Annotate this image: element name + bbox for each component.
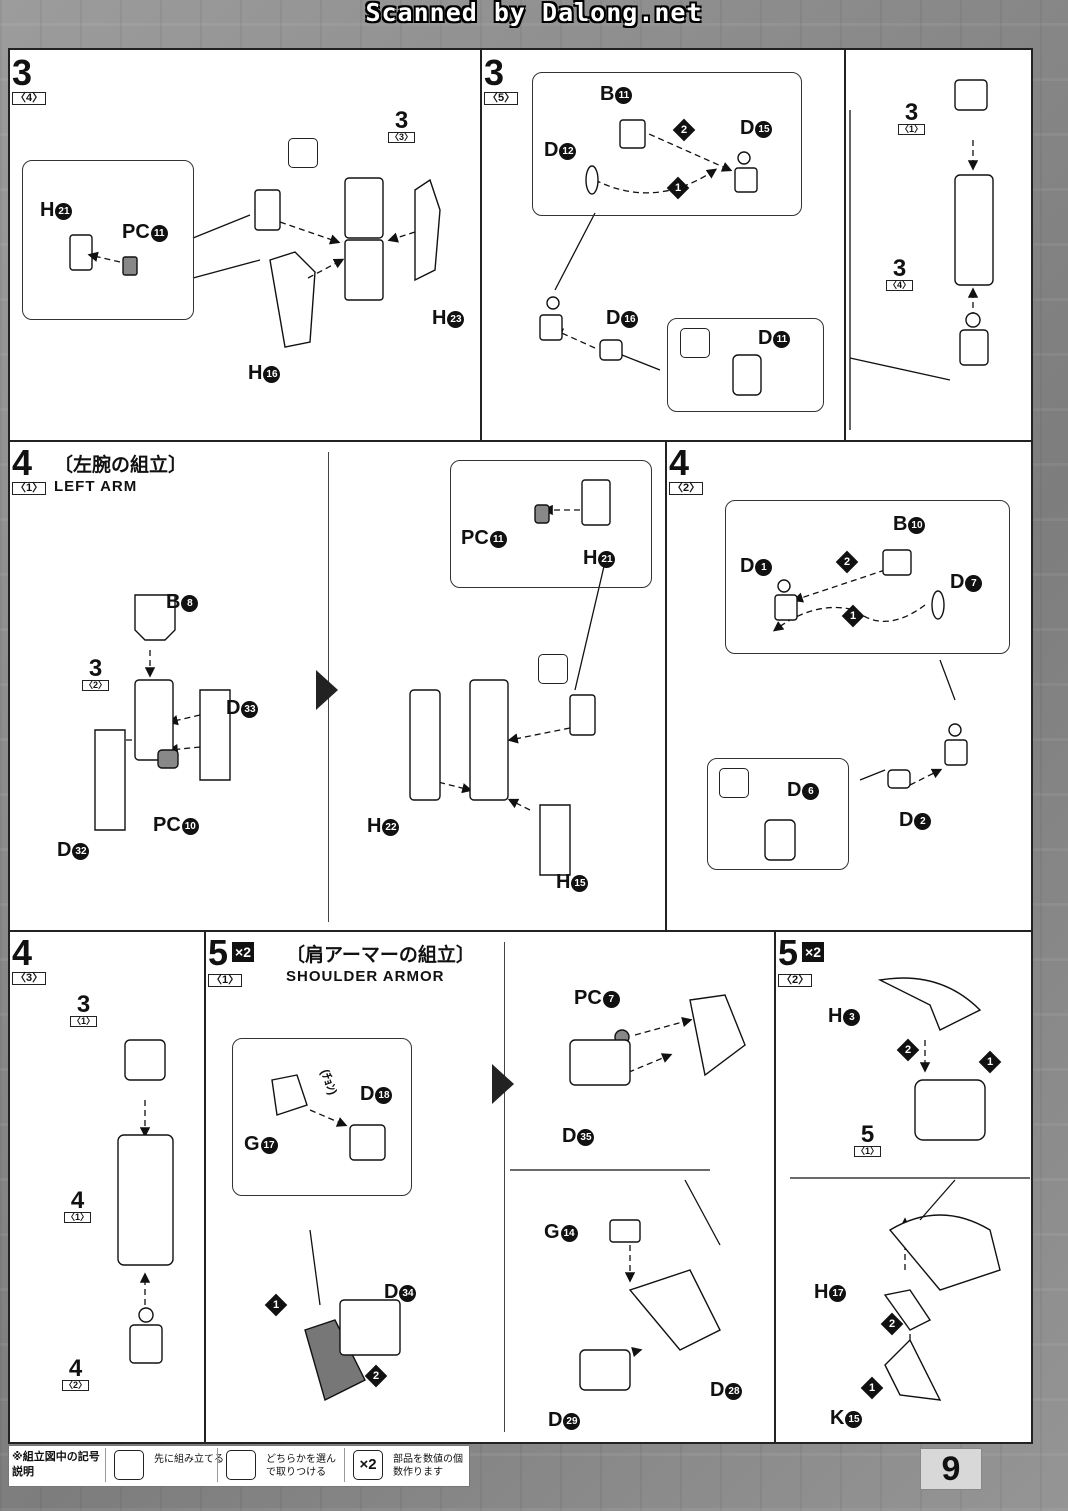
order-marker: 2 — [835, 550, 859, 574]
step-title: 〔肩アーマーの組立〕 — [286, 945, 475, 966]
next-arrow-icon — [316, 670, 338, 710]
order-marker: 2 — [896, 1038, 920, 1062]
step-title: 〔左腕の組立〕 — [54, 455, 188, 476]
panel-step-4-3: 4 〈3〉 3〈1〉 4〈1〉 4〈2〉 — [10, 932, 206, 1442]
order-marker: 1 — [978, 1050, 1002, 1074]
legend-item-make-multiple: ×2 部品を数値の個数作ります — [344, 1448, 467, 1482]
step-reference: 3〈3〉 — [388, 107, 416, 143]
detail-bubble — [532, 72, 802, 216]
step-reference: 3〈1〉 — [70, 991, 98, 1027]
first-assemble-icon — [114, 1450, 144, 1480]
panel-step-3-assembly: 3〈1〉 3〈4〉 — [846, 50, 1031, 442]
detail-bubble — [232, 1038, 412, 1196]
step-number: 5×2 〈1〉 — [208, 935, 254, 988]
legend-title: ※組立図中の記号説明 — [12, 1451, 100, 1478]
next-arrow-icon — [492, 1064, 514, 1104]
step-subtitle: SHOULDER ARMOR — [286, 968, 445, 985]
choose-one-icon — [719, 768, 749, 798]
step-number: 4 〈3〉 — [12, 935, 47, 986]
step-reference: 4〈1〉 — [64, 1187, 92, 1223]
order-marker: 2 — [880, 1312, 904, 1336]
choose-one-icon — [680, 328, 710, 358]
scanner-credit: Scanned by Dalong.net — [365, 0, 703, 27]
multiply-badge: ×2 — [232, 942, 254, 962]
make-multiple-icon: ×2 — [353, 1450, 383, 1480]
step-subtitle: LEFT ARM — [54, 478, 138, 495]
assembly-drawings — [69, 79, 1030, 1402]
step-number: 4 〈2〉 — [669, 445, 704, 496]
detail-bubble — [725, 500, 1010, 654]
order-marker: 2 — [672, 118, 696, 142]
multiply-badge: ×2 — [802, 942, 824, 962]
symbol-legend: ※組立図中の記号説明 先に組み立てる どちらかを選んで取りつける ×2 部品を数… — [8, 1445, 470, 1487]
forearm-part — [344, 177, 384, 239]
order-marker: 1 — [264, 1293, 288, 1317]
order-marker: 1 — [860, 1376, 884, 1400]
step-number: 3 〈5〉 — [484, 55, 519, 106]
order-marker: 2 — [364, 1364, 388, 1388]
step-reference: 3〈4〉 — [886, 255, 914, 291]
panel-step-5-1-shoulder-armor: 5×2 〈1〉 〔肩アーマーの組立〕 SHOULDER ARMOR (ﾁｮﾝ) … — [206, 932, 776, 1442]
detail-bubble — [450, 460, 652, 588]
step-reference: 3〈2〉 — [82, 655, 110, 691]
step-number: 5×2 〈2〉 — [778, 935, 824, 988]
option-bubble — [667, 318, 824, 412]
option-bubble — [707, 758, 849, 870]
first-assemble-icon — [538, 654, 568, 684]
choose-one-icon — [226, 1450, 256, 1480]
step-number: 3 〈4〉 — [12, 55, 47, 106]
step-reference: 5〈1〉 — [854, 1121, 882, 1157]
order-marker: 1 — [666, 176, 690, 200]
divider — [504, 942, 505, 1432]
page-number: 9 — [920, 1448, 982, 1490]
detail-bubble — [22, 160, 194, 320]
order-marker: 1 — [841, 604, 865, 628]
step-reference: 3〈1〉 — [898, 99, 926, 135]
step-number: 4 〈1〉 — [12, 445, 47, 496]
legend-item-choose-one: どちらかを選んで取りつける — [217, 1448, 343, 1482]
step-reference: 4〈2〉 — [62, 1355, 90, 1391]
legend-item-first-assemble: 先に組み立てる — [105, 1448, 224, 1482]
first-assemble-icon — [288, 138, 318, 168]
